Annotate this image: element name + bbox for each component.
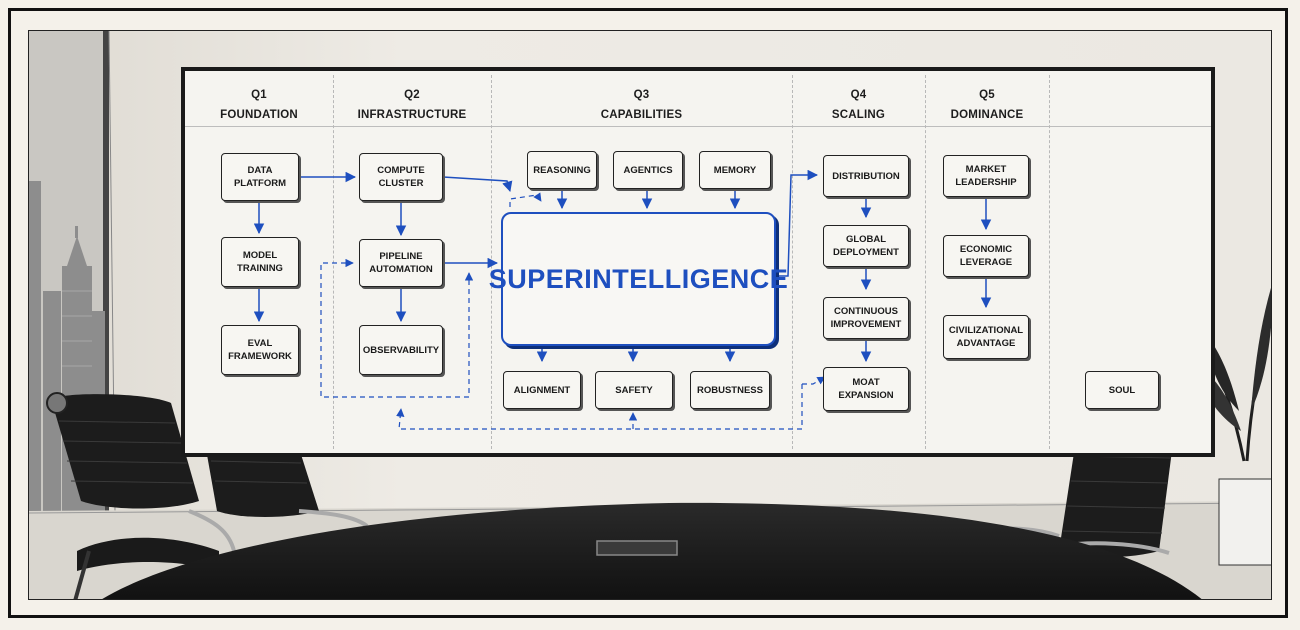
node-model-training: MODEL TRAINING (221, 237, 299, 287)
node-robustness: ROBUSTNESS (690, 371, 770, 409)
column-theme: INFRASTRUCTURE (357, 109, 467, 121)
column-header-q4: Q4 SCALING (792, 85, 925, 125)
column-separator (1049, 75, 1050, 449)
column-separator (333, 75, 334, 449)
node-safety: SAFETY (595, 371, 673, 409)
node-compute-cluster: COMPUTE CLUSTER (359, 153, 443, 201)
column-quarter: Q2 (404, 89, 420, 101)
node-alignment: ALIGNMENT (503, 371, 581, 409)
column-header-q2: Q2 INFRASTRUCTURE (333, 85, 491, 125)
node-memory: MEMORY (699, 151, 771, 189)
column-theme: FOUNDATION (220, 109, 298, 121)
column-separator (925, 75, 926, 449)
roadmap-board: Q1 FOUNDATION Q2 INFRASTRUCTURE Q3 CAPAB… (181, 67, 1215, 457)
node-soul: SOUL (1085, 371, 1159, 409)
node-moat-expansion: MOAT EXPANSION (823, 367, 909, 411)
column-header-q3: Q3 CAPABILITIES (491, 85, 792, 125)
table-port-icon (596, 540, 678, 556)
column-separator (792, 75, 793, 449)
node-reasoning: REASONING (527, 151, 597, 189)
node-global-deployment: GLOBAL DEPLOYMENT (823, 225, 909, 267)
column-theme: DOMINANCE (950, 109, 1024, 121)
node-pipeline-automation: PIPELINE AUTOMATION (359, 239, 443, 287)
column-theme: SCALING (831, 109, 886, 121)
outer-frame (8, 8, 1288, 618)
column-quarter: Q3 (633, 89, 650, 101)
node-economic-leverage: ECONOMIC LEVERAGE (943, 235, 1029, 277)
chair-left-1-icon (46, 392, 236, 599)
flow-connectors (253, 169, 992, 430)
column-theme: CAPABILITIES (600, 109, 683, 121)
node-market-leadership: MARKET LEADERSHIP (943, 155, 1029, 197)
node-agentics: AGENTICS (613, 151, 683, 189)
node-superintelligence: SUPERINTELLIGENCE (489, 212, 788, 346)
node-observability: OBSERVABILITY (359, 325, 443, 375)
column-quarter: Q4 (850, 89, 867, 101)
node-civilizational-advantage: CIVILIZATIONAL ADVANTAGE (943, 315, 1029, 359)
column-quarter: Q5 (979, 89, 995, 101)
node-continuous-improvement: CONTINUOUS IMPROVEMENT (823, 297, 909, 339)
node-data-platform: DATA PLATFORM (221, 153, 299, 201)
header-divider (185, 126, 1211, 127)
node-distribution: DISTRIBUTION (823, 155, 909, 197)
column-header-q1: Q1 FOUNDATION (185, 85, 333, 125)
column-header-q5: Q5 DOMINANCE (925, 85, 1049, 125)
column-quarter: Q1 (251, 89, 267, 101)
node-eval-framework: EVAL FRAMEWORK (221, 325, 299, 375)
